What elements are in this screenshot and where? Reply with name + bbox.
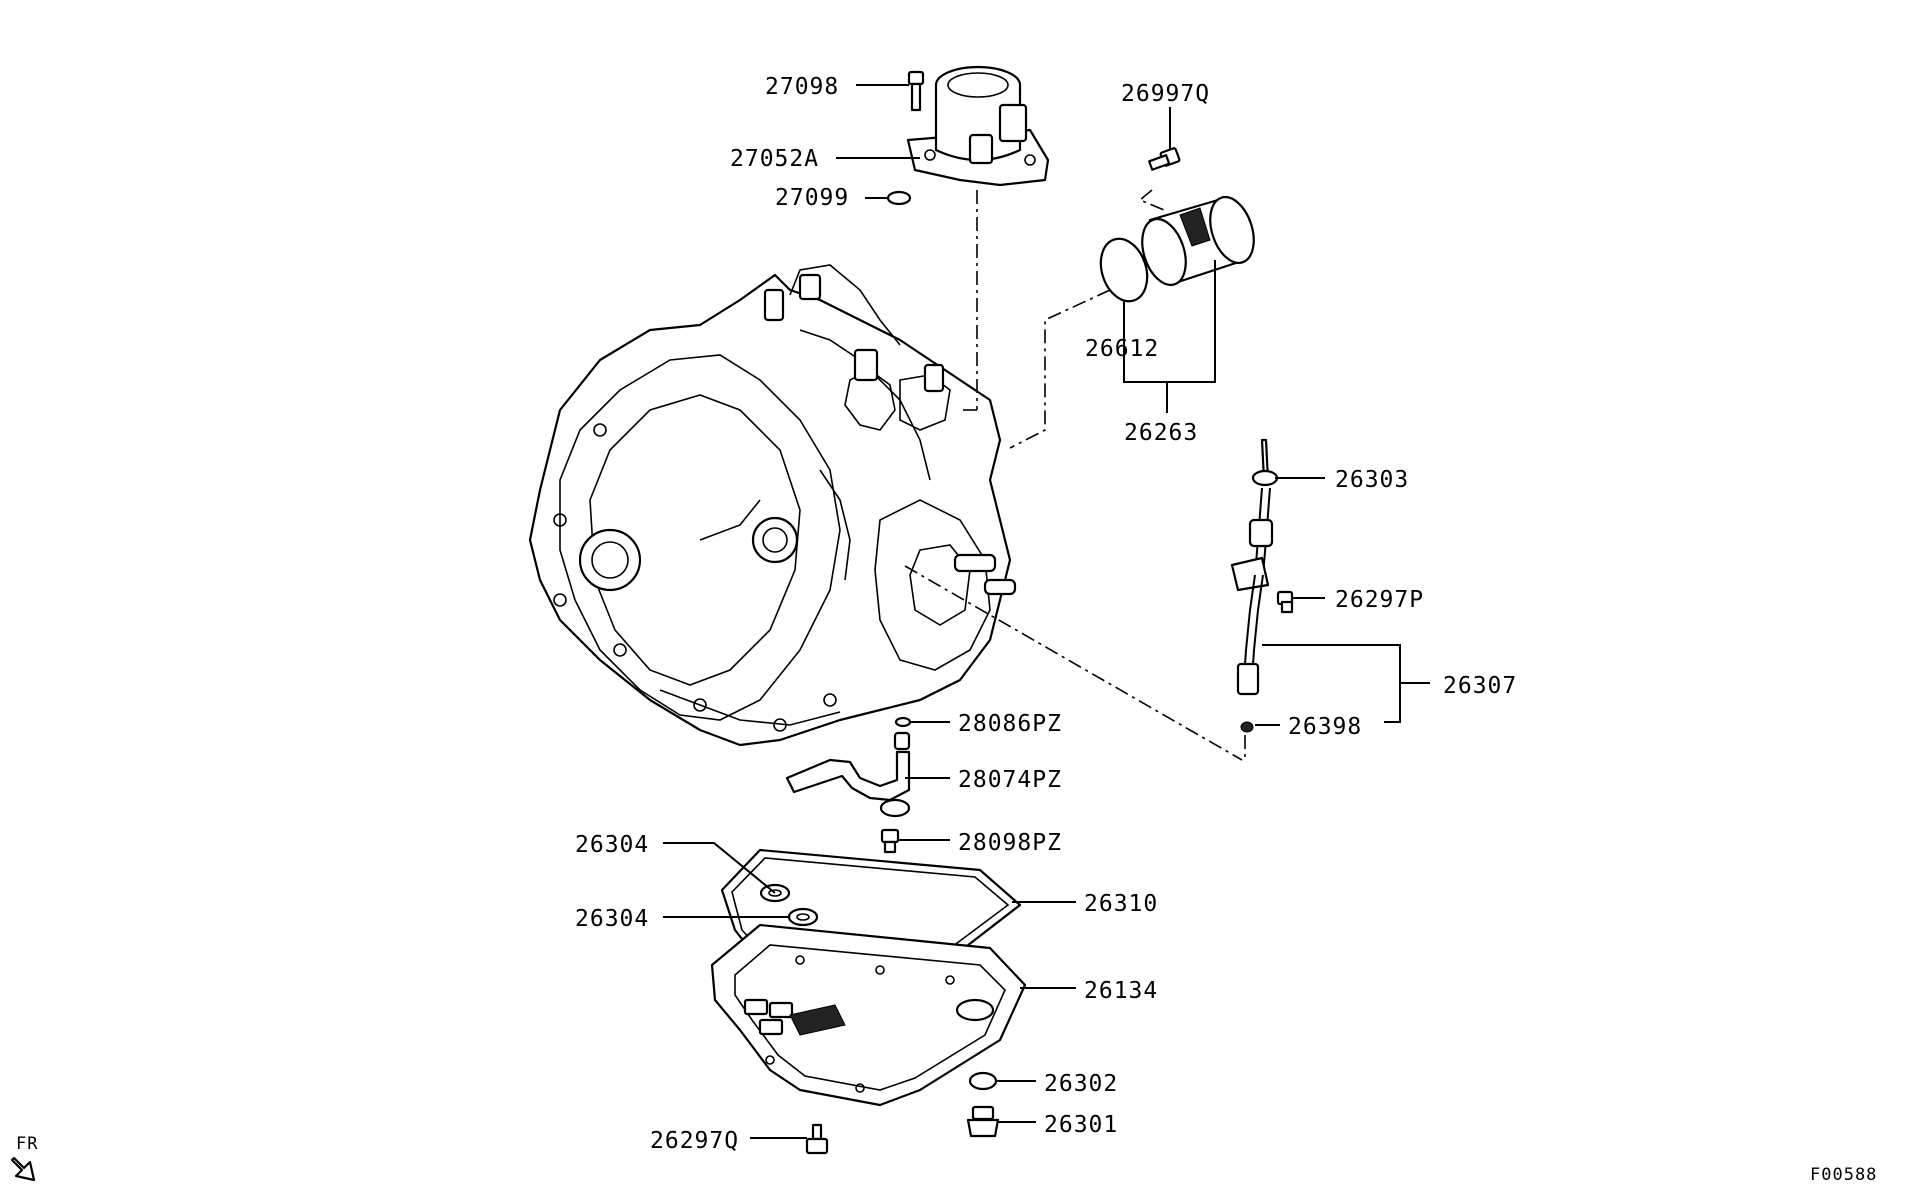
label-26310: 26310 bbox=[1084, 891, 1158, 917]
actuator-assembly bbox=[906, 65, 1050, 187]
label-26303: 26303 bbox=[1335, 467, 1409, 493]
magnet-26304-lower bbox=[787, 907, 819, 927]
label-28074pz: 28074PZ bbox=[958, 767, 1062, 793]
label-26307: 26307 bbox=[1443, 673, 1517, 699]
label-26297q: 26297Q bbox=[650, 1128, 739, 1154]
cooler-pipe-28074pz bbox=[785, 716, 912, 818]
o-ring-27099 bbox=[886, 190, 912, 206]
installation-lines bbox=[904, 189, 1246, 761]
label-27099: 27099 bbox=[775, 185, 849, 211]
dipstick-tube bbox=[1230, 438, 1279, 696]
label-26301: 26301 bbox=[1044, 1112, 1118, 1138]
label-26302: 26302 bbox=[1044, 1071, 1118, 1097]
label-28098pz: 28098PZ bbox=[958, 830, 1062, 856]
bolt-28098pz bbox=[880, 828, 900, 854]
bolt-27098 bbox=[907, 70, 925, 112]
oil-pan-26134 bbox=[710, 923, 1027, 1107]
label-26304-lower: 26304 bbox=[575, 906, 649, 932]
figure-code: F00588 bbox=[1810, 1165, 1877, 1185]
bolt-26297q bbox=[805, 1123, 829, 1155]
transaxle-case bbox=[528, 264, 1017, 747]
part-labels: 27098 27052A 27099 26997Q 26612 26263 26… bbox=[575, 74, 1517, 1154]
front-arrow-icon bbox=[10, 1156, 36, 1182]
label-26612: 26612 bbox=[1085, 336, 1159, 362]
gasket-26302 bbox=[968, 1071, 998, 1091]
label-27098: 27098 bbox=[765, 74, 839, 100]
label-26398: 26398 bbox=[1288, 714, 1362, 740]
drain-plug-26301 bbox=[966, 1105, 1000, 1138]
leader-lines bbox=[663, 84, 1430, 1139]
label-26997q: 26997Q bbox=[1121, 81, 1210, 107]
seal-26398 bbox=[1240, 721, 1254, 733]
label-26304-upper: 26304 bbox=[575, 832, 649, 858]
front-label: FR bbox=[16, 1134, 38, 1154]
front-direction-indicator: FR bbox=[10, 1134, 38, 1182]
o-ring-26612 bbox=[1099, 237, 1149, 303]
label-26297p: 26297P bbox=[1335, 587, 1424, 613]
label-28086pz: 28086PZ bbox=[958, 711, 1062, 737]
label-26134: 26134 bbox=[1084, 978, 1158, 1004]
oil-filter-26263 bbox=[1141, 195, 1255, 287]
label-27052a: 27052A bbox=[730, 146, 819, 172]
bolt-26297p bbox=[1276, 590, 1294, 614]
label-26263: 26263 bbox=[1124, 420, 1198, 446]
bolt-26997q bbox=[1148, 147, 1181, 171]
